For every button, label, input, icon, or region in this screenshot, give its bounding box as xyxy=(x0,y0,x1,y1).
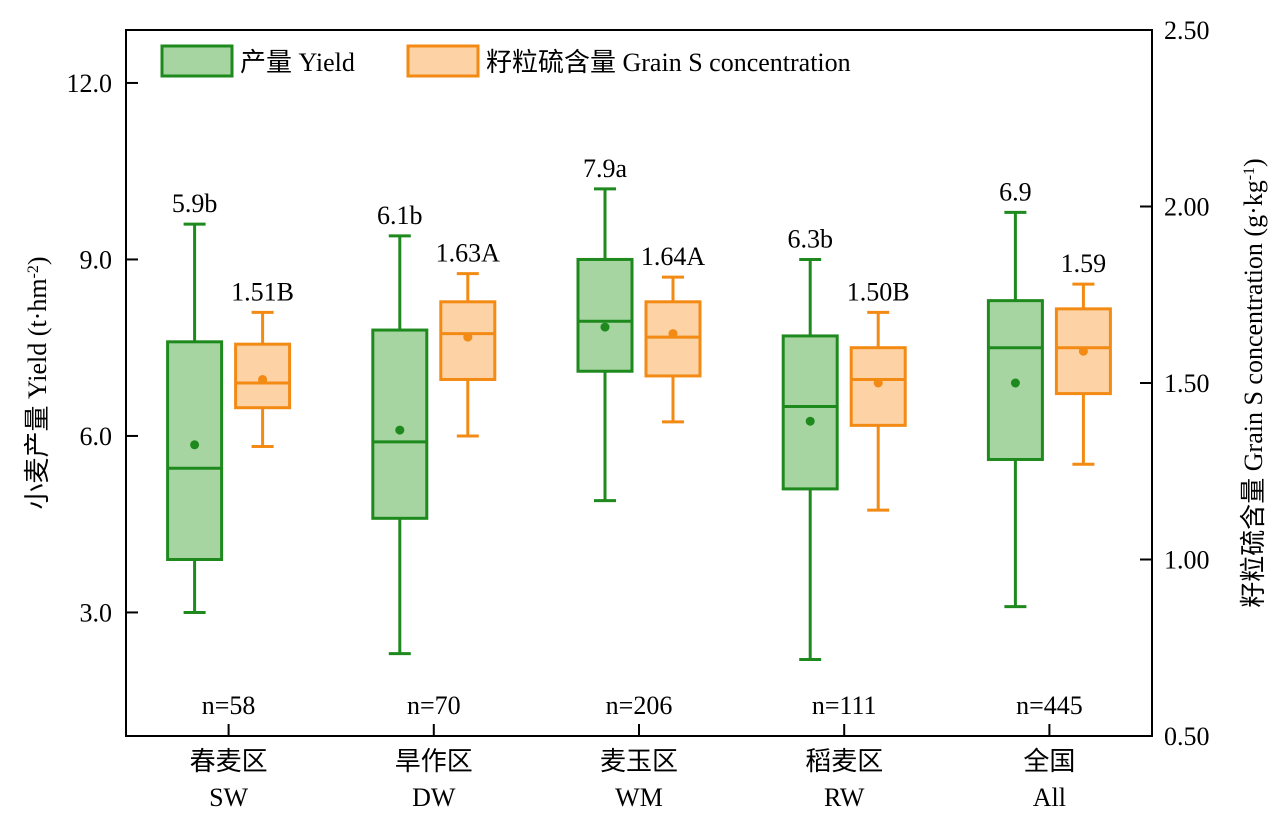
mean-point xyxy=(668,329,678,339)
iqr-box xyxy=(644,300,702,378)
mean-value-label: 1.50B xyxy=(847,277,910,306)
box-yield-2: 7.9a xyxy=(576,154,634,503)
mean-point xyxy=(1078,346,1088,356)
right-axis-tick-label: 2.50 xyxy=(1164,16,1210,45)
x-axis-category-cn: 旱作区 xyxy=(395,747,473,776)
mean-value-label: 6.9 xyxy=(999,177,1032,206)
left-axis-label-text: 小麦产量 Yield (t·hm xyxy=(23,278,52,509)
right-axis-tick-label: 1.00 xyxy=(1164,546,1210,575)
x-axis-category-cn: 稻麦区 xyxy=(805,747,883,776)
box-yield-3: 6.3b xyxy=(781,224,839,662)
marks-layer: n=58 n=70 n=206 n=111 n=445 5.9b 6.1b 7.9a 6.3b 6… xyxy=(166,154,1112,720)
left-axis-label: 小麦产量 Yield (t·hm-2) xyxy=(23,256,52,509)
mean-point xyxy=(395,425,405,435)
box-grain-s-2: 1.64A xyxy=(641,242,706,424)
iqr-box xyxy=(439,300,497,381)
mean-value-label: 1.59 xyxy=(1061,249,1107,278)
right-axis-tick-label: 2.00 xyxy=(1164,193,1210,222)
mean-value-label: 1.64A xyxy=(641,242,706,271)
box-yield-1: 6.1b xyxy=(371,201,429,656)
mean-point xyxy=(258,374,268,384)
sample-size-label: n=70 xyxy=(407,691,461,720)
iqr-box xyxy=(166,340,224,562)
x-axis-category-en: RW xyxy=(824,783,865,812)
right-axis-label-tail: ) xyxy=(1239,158,1268,167)
mean-value-label: 1.63A xyxy=(436,239,501,268)
left-axis-label-superscript: -2 xyxy=(25,265,42,278)
box-grain-s-3: 1.50B xyxy=(847,277,910,512)
box-yield-0: 5.9b xyxy=(166,189,224,614)
sample-size-label: n=445 xyxy=(1016,691,1083,720)
right-axis-tick-label: 1.50 xyxy=(1164,369,1210,398)
x-axis-category-en: WM xyxy=(615,783,663,812)
x-axis-category-en: SW xyxy=(209,783,248,812)
sample-size-label: n=111 xyxy=(812,691,877,720)
mean-value-label: 6.3b xyxy=(787,224,833,253)
legend-label: 产量 Yield xyxy=(240,48,355,77)
left-axis-label-tail: ) xyxy=(23,256,52,265)
mean-point xyxy=(463,332,473,342)
axes-layer: 3.0 6.0 9.0 12.0 0.50 1.00 1.50 2.00 2.50 春麦区 SW 旱作… xyxy=(67,16,1210,812)
mean-value-label: 5.9b xyxy=(172,189,218,218)
left-axis-tick-label: 6.0 xyxy=(80,422,113,451)
x-axis-category-en: All xyxy=(1033,783,1066,812)
mean-value-label: 6.1b xyxy=(377,201,423,230)
x-axis-category-cn: 全国 xyxy=(1023,747,1075,776)
legend: 产量 Yield 籽粒硫含量 Grain S concentration xyxy=(160,44,851,78)
x-axis-category-cn: 春麦区 xyxy=(190,747,268,776)
mean-point xyxy=(805,416,815,426)
legend-label: 籽粒硫含量 Grain S concentration xyxy=(486,48,851,77)
box-grain-s-4: 1.59 xyxy=(1054,249,1112,466)
iqr-box xyxy=(781,334,839,491)
right-axis-tick-label: 0.50 xyxy=(1164,722,1210,751)
legend-swatch xyxy=(406,44,480,78)
mean-point xyxy=(600,322,610,332)
box-yield-4: 6.9 xyxy=(986,177,1044,609)
left-axis-tick-label: 9.0 xyxy=(80,245,113,274)
iqr-box xyxy=(576,257,634,373)
box-grain-s-1: 1.63A xyxy=(436,239,501,438)
x-axis-category-cn: 麦玉区 xyxy=(600,747,678,776)
right-axis-label-superscript: -1 xyxy=(1241,167,1258,180)
mean-value-label: 1.51B xyxy=(231,277,294,306)
iqr-box xyxy=(371,328,429,520)
sample-size-label: n=206 xyxy=(606,691,673,720)
left-axis-tick-label: 12.0 xyxy=(67,69,113,98)
legend-swatch xyxy=(160,44,234,78)
box-grain-s-0: 1.51B xyxy=(231,277,294,449)
right-axis-label: 籽粒硫含量 Grain S concentration (g·kg-1) xyxy=(1239,158,1268,607)
mean-point xyxy=(873,378,883,388)
left-axis-tick-label: 3.0 xyxy=(80,598,113,627)
sample-size-label: n=58 xyxy=(202,691,256,720)
mean-value-label: 7.9a xyxy=(583,154,628,183)
x-axis-category-en: DW xyxy=(412,783,456,812)
right-axis-label-text: 籽粒硫含量 Grain S concentration (g·kg xyxy=(1239,180,1268,607)
mean-point xyxy=(190,440,200,450)
mean-point xyxy=(1010,378,1020,388)
